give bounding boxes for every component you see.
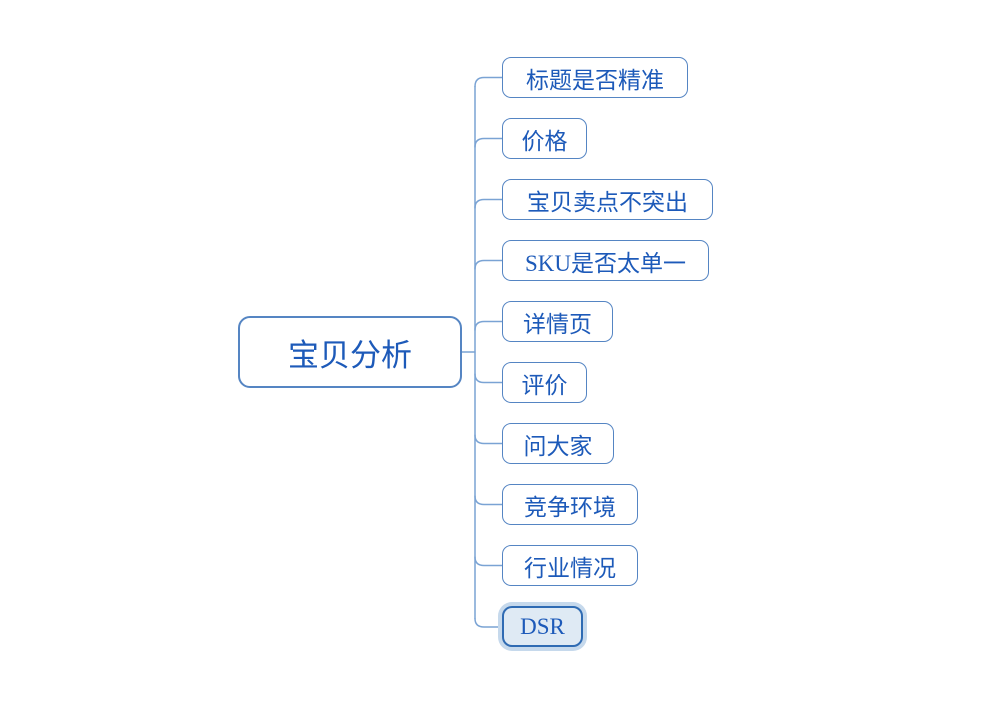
root-topic-node[interactable]: 宝贝分析 (238, 316, 462, 388)
topic-label: 问大家 (523, 433, 593, 459)
topic-node-reviews[interactable]: 评价 (502, 362, 587, 403)
topic-label: 竞争环境 (524, 494, 616, 520)
topic-label: 评价 (521, 372, 568, 398)
connector-branch (474, 259, 503, 270)
root-topic-label: 宝贝分析 (288, 337, 412, 373)
topic-label: 详情页 (523, 311, 592, 337)
connector-branch (474, 556, 503, 567)
topic-node-qna[interactable]: 问大家 (502, 423, 614, 464)
topic-label: 行业情况 (524, 555, 616, 581)
connector-branch (474, 434, 503, 445)
topic-node-detail-page[interactable]: 详情页 (502, 301, 613, 342)
topic-node-price[interactable]: 价格 (502, 118, 587, 159)
connector-branch (474, 76, 503, 88)
topic-node-industry[interactable]: 行业情况 (502, 545, 638, 586)
connector-branch (474, 373, 503, 384)
connector-branch (474, 320, 503, 331)
connector-branch (474, 495, 503, 506)
topic-node-sku[interactable]: SKU是否太单一 (502, 240, 709, 281)
topic-label: DSR (520, 613, 565, 639)
topic-node-dsr[interactable]: DSR (502, 606, 583, 647)
topic-label: 价格 (521, 128, 568, 154)
connector-branch (474, 137, 503, 148)
connector-branch (474, 617, 503, 628)
topic-node-title-accuracy[interactable]: 标题是否精准 (502, 57, 688, 98)
topic-label: 标题是否精准 (526, 67, 664, 93)
connector-branch (474, 198, 503, 209)
topic-label: SKU是否太单一 (524, 250, 686, 276)
topic-node-competition[interactable]: 竞争环境 (502, 484, 638, 525)
topic-label: 宝贝卖点不突出 (527, 189, 688, 215)
topic-node-selling-points[interactable]: 宝贝卖点不突出 (502, 179, 713, 220)
